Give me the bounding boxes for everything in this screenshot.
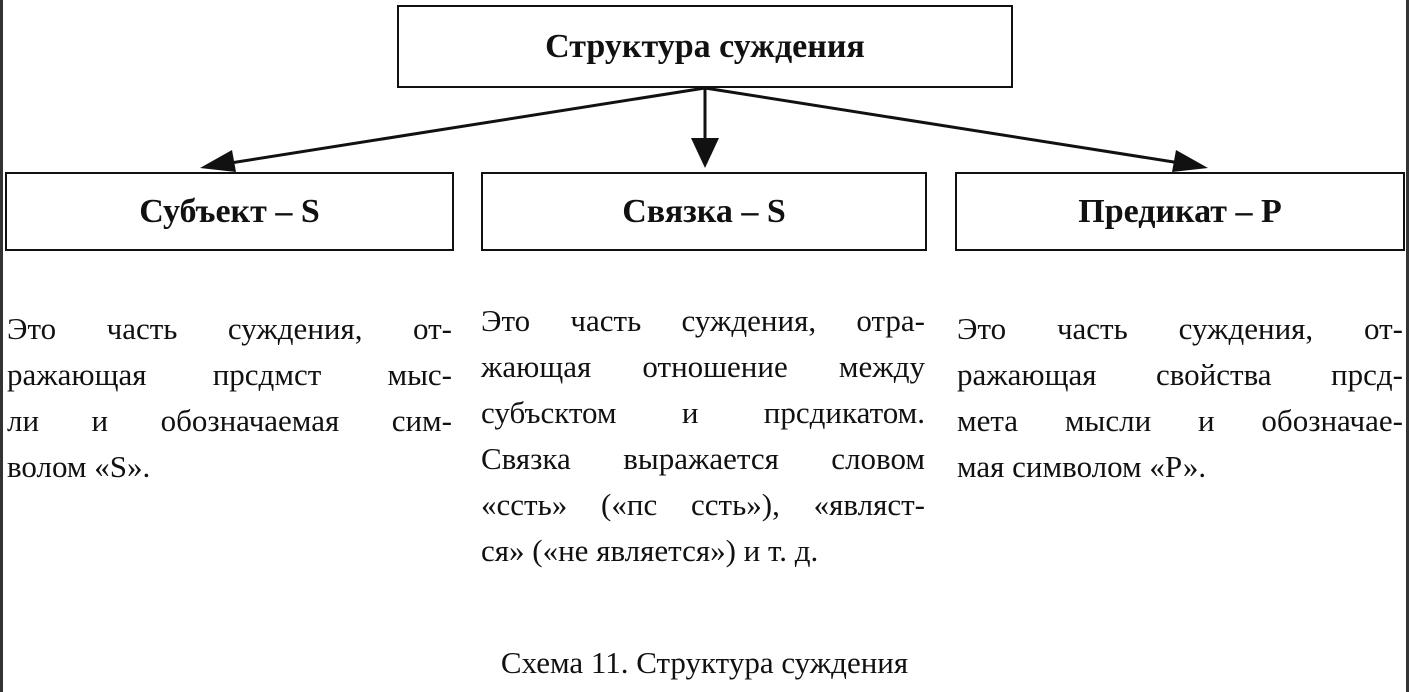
frame-right-edge bbox=[1406, 0, 1409, 692]
predicate-description: Это часть суждения, от-ражающая свойства… bbox=[957, 306, 1403, 490]
subject-box: Субъект – S bbox=[5, 172, 454, 251]
description-line: волом «S». bbox=[7, 449, 151, 484]
description-line: ли и обозначаемая сим- bbox=[7, 403, 452, 438]
description-line: Это часть суждения, отра- bbox=[481, 303, 925, 338]
description-line: мета мысли и обозначае- bbox=[957, 403, 1403, 438]
description-line: «ссть» («пс ссть»), «являст- bbox=[481, 487, 925, 522]
arrowhead-subject bbox=[200, 150, 236, 172]
description-line: ражающая свойства прсд- bbox=[957, 357, 1403, 392]
arrow-to-subject bbox=[204, 86, 706, 169]
description-line: жающая отношение между bbox=[481, 349, 925, 384]
arrowhead-copula bbox=[691, 138, 719, 168]
description-line: ся» («не является») и т. д. bbox=[481, 533, 819, 568]
description-line: Связка выражается словом bbox=[481, 441, 925, 476]
copula-description: Это часть суждения, отра-жающая отношени… bbox=[481, 298, 925, 574]
description-line: субъсктом и прсдикатом. bbox=[481, 395, 925, 430]
title-box: Структура суждения bbox=[397, 5, 1013, 88]
description-line: Это часть суждения, от- bbox=[957, 311, 1403, 346]
description-line: мая символом «Р». bbox=[957, 449, 1207, 484]
description-line: Это часть суждения, от- bbox=[7, 311, 452, 346]
title-text: Структура суждения bbox=[545, 27, 865, 65]
arrowhead-predicate bbox=[1172, 150, 1208, 172]
predicate-box: Предикат – P bbox=[955, 172, 1405, 251]
predicate-label: Предикат – P bbox=[1078, 192, 1282, 230]
frame-left-edge bbox=[0, 0, 3, 692]
subject-label: Субъект – S bbox=[139, 192, 320, 230]
arrow-to-predicate bbox=[704, 86, 1181, 165]
subject-description: Это часть суждения, от-ражающая прсдмст … bbox=[7, 306, 452, 490]
description-line: ражающая прсдмст мыс- bbox=[7, 357, 452, 392]
copula-label: Связка – S bbox=[622, 192, 786, 230]
copula-box: Связка – S bbox=[481, 172, 927, 251]
figure-caption: Схема 11. Структура суждения bbox=[500, 645, 909, 680]
